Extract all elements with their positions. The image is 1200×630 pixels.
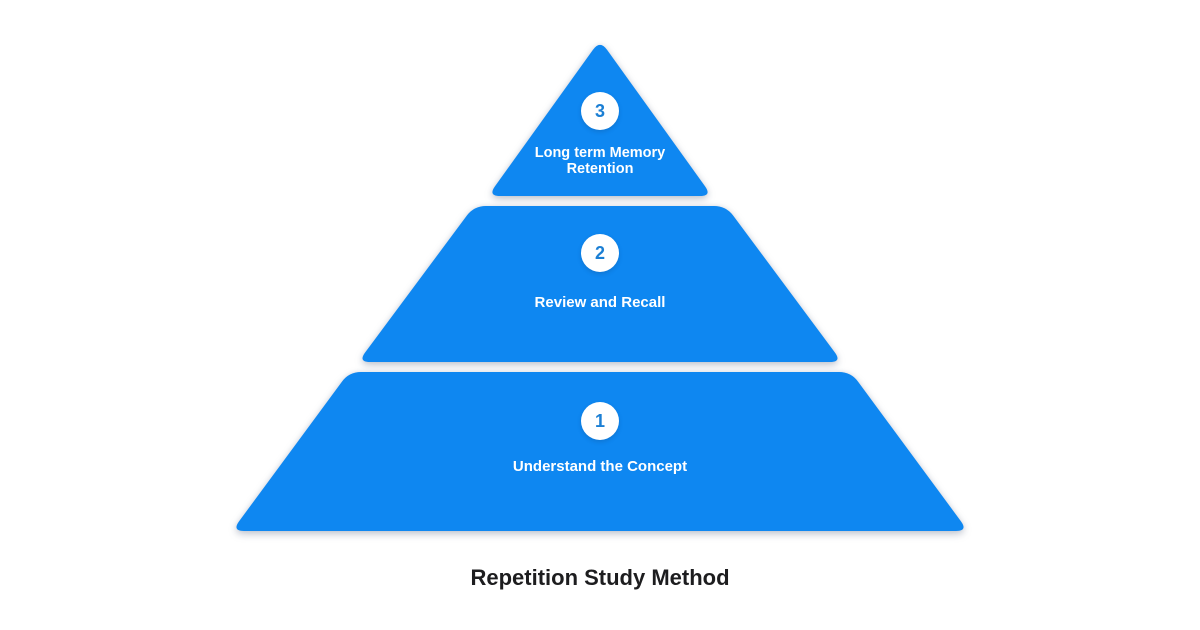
pyramid-level-1-shape — [236, 372, 964, 531]
pyramid-level-2-shape — [362, 206, 838, 362]
level-2-number: 2 — [594, 243, 605, 263]
level-2-number-badge: 2 — [581, 234, 619, 272]
level-3-number-badge: 3 — [581, 92, 619, 130]
level-1-number-badge: 1 — [581, 402, 619, 440]
level-3-number: 3 — [594, 101, 605, 121]
diagram-title: Repetition Study Method — [470, 565, 730, 590]
level-1-number: 1 — [594, 411, 605, 431]
